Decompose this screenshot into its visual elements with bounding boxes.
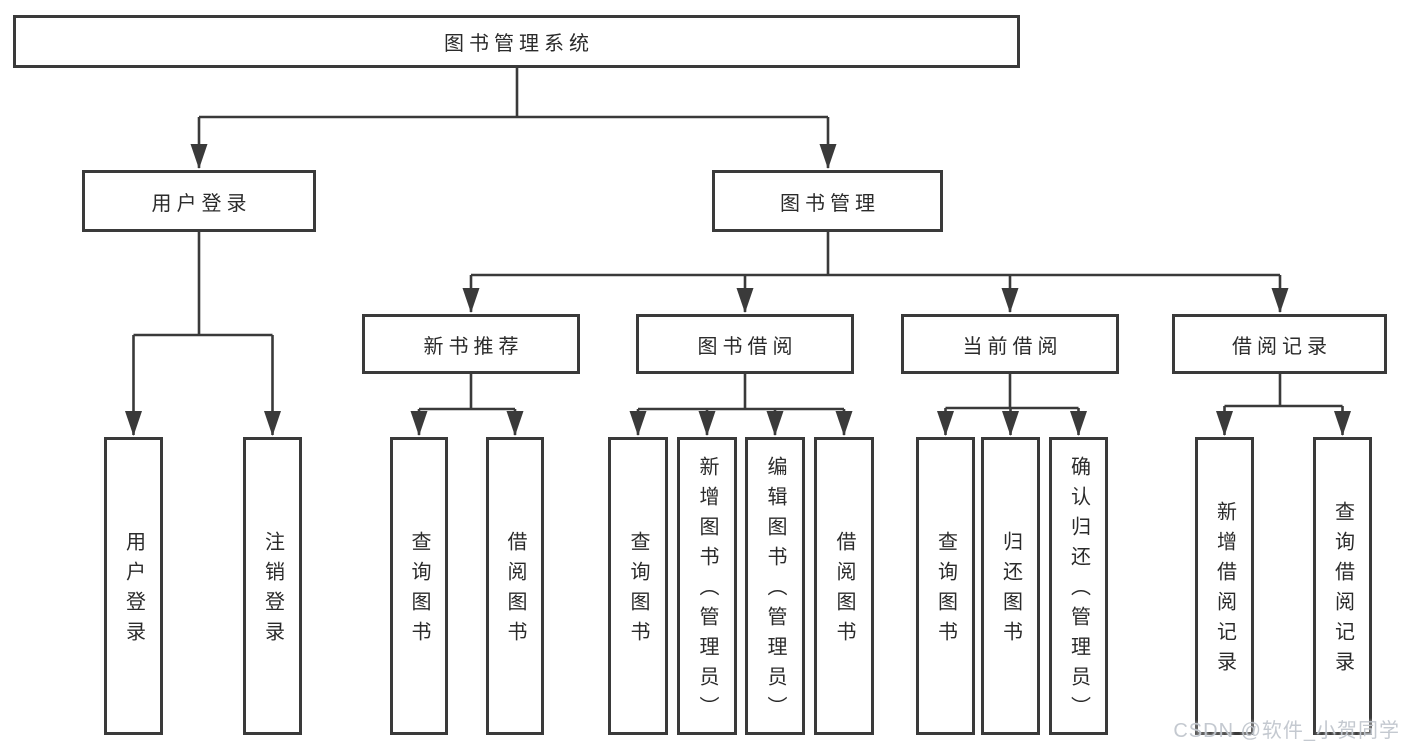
node-book-borrow: 图书借阅 [636, 314, 854, 374]
node-user-login: 用户登录 [82, 170, 316, 232]
leaf-logout: 注销登录 [243, 437, 302, 735]
leaf-query-books-1: 查询图书 [390, 437, 448, 735]
leaf-borrow-books-2: 借阅图书 [814, 437, 874, 735]
leaf-borrow-books-1-label: 借阅图书 [504, 531, 526, 651]
leaf-confirm-return-admin-label: 确认归还（管理员） [1067, 456, 1090, 726]
leaf-query-books-2: 查询图书 [608, 437, 668, 735]
leaf-query-borrow-record-label: 查询借阅记录 [1331, 501, 1354, 681]
arrow-down-icons [125, 144, 1351, 436]
node-new-book-recommend-label: 新书推荐 [423, 335, 524, 358]
leaf-add-borrow-record-label: 新增借阅记录 [1213, 501, 1236, 681]
leaf-query-books-2-label: 查询图书 [627, 531, 649, 651]
node-new-book-recommend: 新书推荐 [362, 314, 580, 374]
node-book-management-label: 图书管理 [780, 192, 880, 215]
leaf-query-books-3-label: 查询图书 [934, 531, 957, 651]
leaf-query-borrow-record: 查询借阅记录 [1313, 437, 1372, 735]
node-current-borrow: 当前借阅 [901, 314, 1119, 374]
leaf-return-book: 归还图书 [981, 437, 1040, 735]
connector-lines [132, 68, 1344, 435]
node-current-borrow-label: 当前借阅 [962, 335, 1063, 358]
leaf-borrow-books-1: 借阅图书 [486, 437, 544, 735]
leaf-edit-book-admin: 编辑图书（管理员） [745, 437, 805, 735]
leaf-add-borrow-record: 新增借阅记录 [1195, 437, 1254, 735]
node-borrow-records: 借阅记录 [1172, 314, 1387, 374]
leaf-user-login-label: 用户登录 [122, 531, 145, 651]
leaf-return-book-label: 归还图书 [999, 531, 1022, 651]
leaf-add-book-admin-label: 新增图书（管理员） [696, 456, 718, 726]
leaf-confirm-return-admin: 确认归还（管理员） [1049, 437, 1108, 735]
leaf-add-book-admin: 新增图书（管理员） [677, 437, 737, 735]
node-book-management: 图书管理 [712, 170, 943, 232]
leaf-query-books-3: 查询图书 [916, 437, 975, 735]
node-borrow-records-label: 借阅记录 [1232, 335, 1332, 358]
leaf-query-books-1-label: 查询图书 [408, 531, 430, 651]
leaf-user-login: 用户登录 [104, 437, 163, 735]
node-library-system-label: 图书管理系统 [444, 33, 594, 55]
node-library-system: 图书管理系统 [13, 15, 1020, 68]
node-user-login-label: 用户登录 [151, 192, 252, 215]
leaf-logout-label: 注销登录 [261, 531, 284, 651]
leaf-edit-book-admin-label: 编辑图书（管理员） [764, 456, 786, 726]
watermark-csdn: CSDN @软件_小贺同学 [1173, 720, 1400, 742]
leaf-borrow-books-2-label: 借阅图书 [833, 531, 855, 651]
node-book-borrow-label: 图书借阅 [697, 335, 798, 358]
